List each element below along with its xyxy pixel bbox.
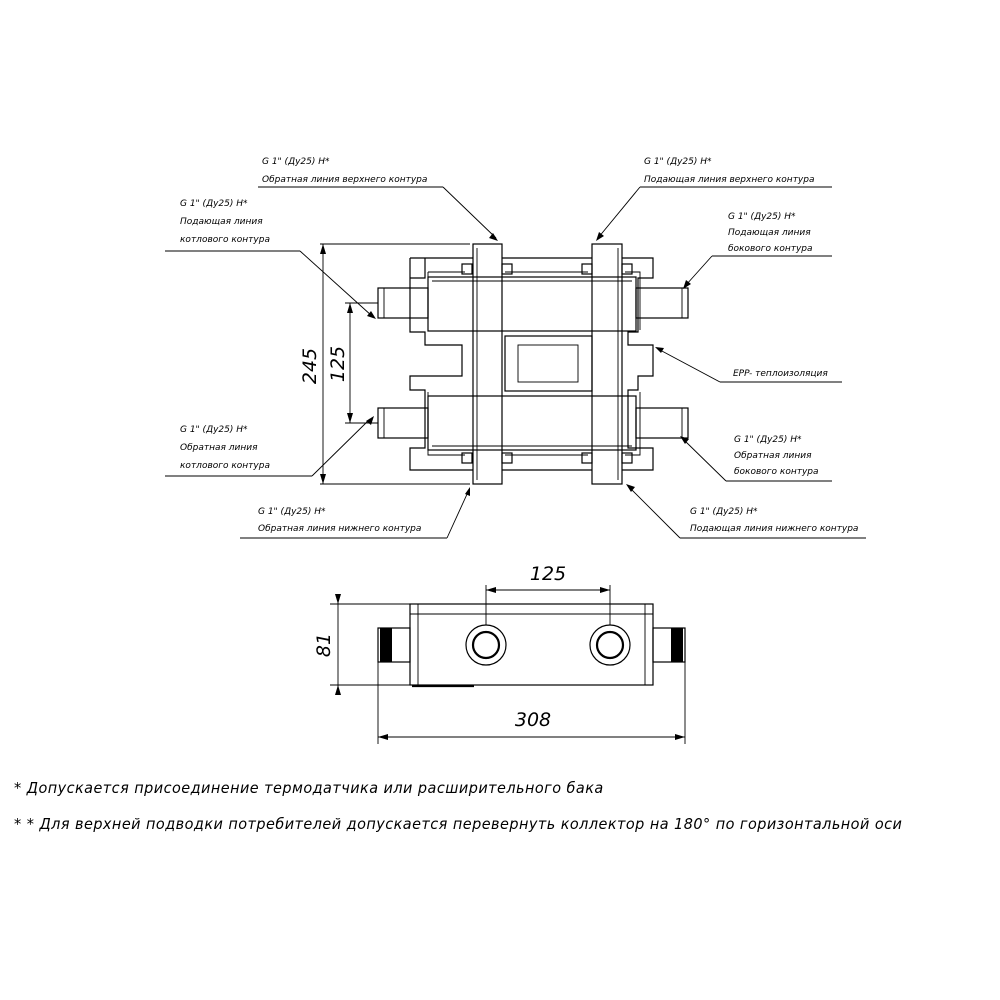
top-port-right-inner bbox=[595, 630, 625, 660]
callout-bottom-right-line2: Подающая линия нижнего контура bbox=[690, 524, 858, 534]
dimension-125-top: 125 bbox=[485, 563, 611, 625]
nozzle-right-lower bbox=[635, 407, 689, 439]
dimension-125-top-label: 125 bbox=[530, 563, 566, 585]
callout-right-upper-line1: G 1" (Ду25) Н* bbox=[728, 212, 796, 222]
top-nozzle-left bbox=[377, 627, 411, 663]
callout-top-right: G 1" (Ду25) Н* Подающая линия верхнего к… bbox=[596, 157, 832, 241]
callout-right-upper-line3: бокового контура bbox=[728, 244, 813, 254]
right-vertical-pipe bbox=[591, 243, 623, 485]
callout-top-right-line2: Подающая линия верхнего контура bbox=[644, 175, 815, 185]
callout-left-upper: G 1" (Ду25) Н* Подающая линия котлового … bbox=[165, 199, 376, 319]
callout-left-lower: G 1" (Ду25) Н* Обратная линия котлового … bbox=[165, 416, 374, 477]
callout-left-upper-line1: G 1" (Ду25) Н* bbox=[180, 199, 248, 209]
dimension-125-front: 125 bbox=[327, 302, 378, 424]
dimension-125-front-label: 125 bbox=[327, 346, 349, 382]
footnote-2: * * Для верхней подводки потребителей до… bbox=[14, 815, 903, 833]
dimension-245: 245 bbox=[299, 243, 470, 485]
callout-bottom-left-line1: G 1" (Ду25) Н* bbox=[258, 507, 326, 517]
center-window-inner bbox=[517, 344, 579, 383]
top-view bbox=[377, 603, 686, 688]
left-vertical-pipe bbox=[472, 243, 503, 485]
callout-bottom-right-line1: G 1" (Ду25) Н* bbox=[690, 507, 758, 517]
callout-right-lower-line3: бокового контура bbox=[734, 467, 819, 477]
top-nozzle-right bbox=[652, 627, 686, 663]
insulation-outline bbox=[409, 257, 654, 471]
front-view bbox=[377, 243, 689, 485]
callout-left-upper-line2: Подающая линия bbox=[180, 217, 263, 227]
nozzle-left-lower bbox=[377, 407, 429, 439]
callout-right-lower-line2: Обратная линия bbox=[734, 451, 812, 461]
upper-horizontal-pipe bbox=[427, 276, 637, 332]
center-window bbox=[504, 335, 593, 392]
callout-right-lower-line1: G 1" (Ду25) Н* bbox=[734, 435, 802, 445]
nozzle-left-upper bbox=[377, 287, 429, 319]
dimension-81-label: 81 bbox=[313, 633, 335, 657]
callout-bottom-right: G 1" (Ду25) Н* Подающая линия нижнего ко… bbox=[626, 484, 866, 539]
callout-left-lower-line1: G 1" (Ду25) Н* bbox=[180, 425, 248, 435]
callout-top-left-line2: Обратная линия верхнего контура bbox=[262, 175, 427, 185]
callout-epp-label: EPP- теплоизоляция bbox=[733, 369, 828, 379]
callout-left-lower-line3: котлового контура bbox=[180, 461, 270, 471]
inner-cavity bbox=[427, 271, 641, 456]
dimension-81: 81 bbox=[313, 594, 410, 695]
dimension-308-label: 308 bbox=[515, 709, 551, 731]
callout-left-upper-line3: котлового контура bbox=[180, 235, 270, 245]
callout-right-upper: G 1" (Ду25) Н* Подающая линия бокового к… bbox=[683, 212, 832, 289]
lower-horizontal-pipe bbox=[427, 395, 637, 451]
callout-right-lower: G 1" (Ду25) Н* Обратная линия бокового к… bbox=[680, 435, 832, 482]
dimension-245-label: 245 bbox=[299, 348, 321, 384]
footnote-1: * Допускается присоединение термодатчика… bbox=[14, 779, 604, 797]
dimension-308: 308 bbox=[377, 662, 686, 744]
top-view-body bbox=[409, 603, 654, 686]
callout-top-right-line1: G 1" (Ду25) Н* bbox=[644, 157, 712, 167]
callout-bottom-left: G 1" (Ду25) Н* Обратная линия нижнего ко… bbox=[240, 487, 470, 539]
callout-epp: EPP- теплоизоляция bbox=[655, 347, 842, 383]
nozzle-right-upper bbox=[635, 287, 689, 319]
callout-right-upper-line2: Подающая линия bbox=[728, 228, 811, 238]
callout-top-left-line1: G 1" (Ду25) Н* bbox=[262, 157, 330, 167]
callout-top-left: G 1" (Ду25) Н* Обратная линия верхнего к… bbox=[258, 157, 498, 241]
callout-left-lower-line2: Обратная линия bbox=[180, 443, 258, 453]
callout-bottom-left-line2: Обратная линия нижнего контура bbox=[258, 524, 421, 534]
top-port-left-inner bbox=[471, 630, 501, 660]
